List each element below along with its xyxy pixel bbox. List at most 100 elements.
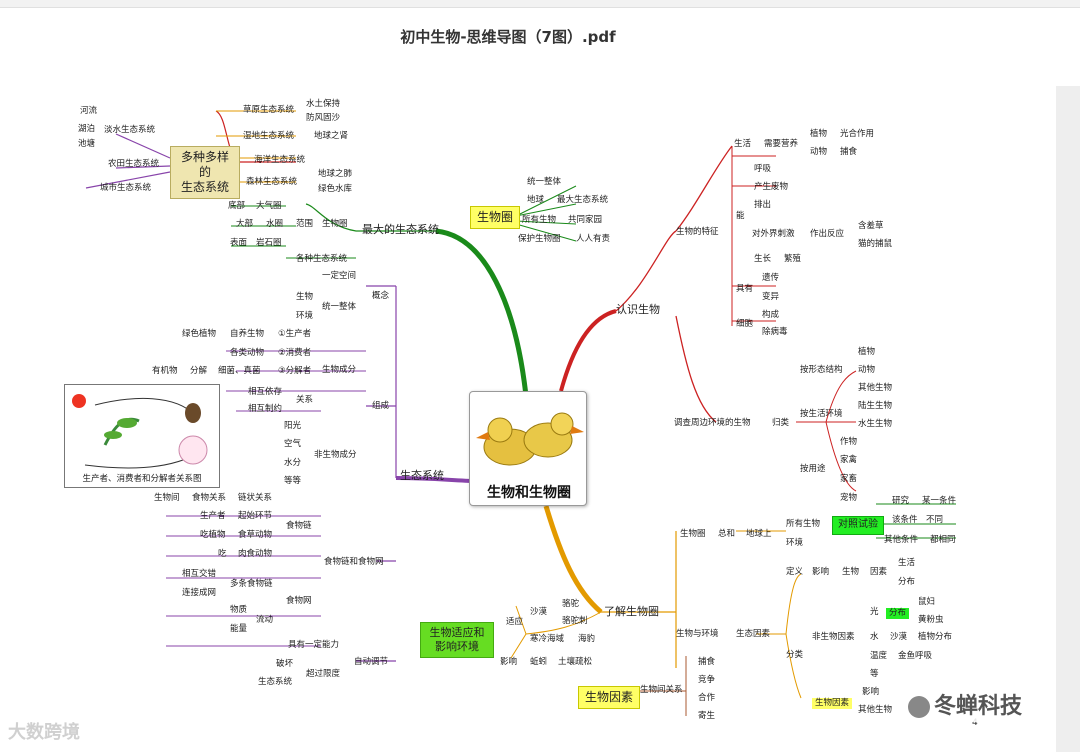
rec-3: 需要营养	[764, 139, 799, 149]
reg-1: 具有一定能力	[288, 640, 340, 650]
eco-23: 水分	[284, 458, 302, 468]
diverse-item-6: 海洋生态系统	[254, 155, 306, 165]
rec-11: 能	[736, 211, 745, 221]
rec-10: 排出	[754, 200, 772, 210]
rec-22: 构成	[762, 310, 780, 320]
eco-18: 关系	[296, 395, 314, 405]
food-2: 食物关系	[192, 493, 227, 503]
vertical-scrollbar[interactable]	[1056, 86, 1080, 752]
food-4: 生产者	[200, 511, 226, 521]
diverse-item-10: 淡水生态系统	[104, 125, 156, 135]
branch-largest	[305, 203, 436, 232]
diverse-item-7: 森林生态系统	[246, 177, 298, 187]
und-16: 光	[870, 607, 879, 617]
diverse-item-4: 湿地生态系统	[243, 131, 295, 141]
exp-4: 不同	[926, 515, 944, 525]
eco-1: 一定空间	[322, 271, 357, 281]
food-6: 食物链	[286, 521, 312, 531]
und-22: 植物分布	[918, 632, 953, 642]
watermark-right: 冬蝉科技	[902, 686, 1029, 722]
eco-3: 生物	[296, 292, 314, 302]
und-25: 等	[870, 669, 879, 679]
food-5: 起始环节	[238, 511, 273, 521]
cls-5: 其他生物	[858, 383, 893, 393]
relationship-figure	[64, 384, 220, 488]
cls-7: 陆生生物	[858, 401, 893, 411]
eco-22: 空气	[284, 439, 302, 449]
und-6: 生物与环境	[676, 629, 719, 639]
branch-range	[231, 205, 356, 259]
und-17: 分布	[886, 608, 910, 619]
bio-item-1: 统一整体	[527, 177, 562, 187]
rec-23: 除病毒	[762, 327, 788, 337]
food-8: 食草动物	[238, 530, 273, 540]
exp-5: 其他条件	[884, 535, 919, 545]
rec-8: 呼吸	[754, 164, 772, 174]
food-3: 链状关系	[238, 493, 273, 503]
und-13: 分布	[898, 577, 916, 587]
range-1: 底部	[228, 201, 246, 211]
branch-experiment	[876, 503, 956, 539]
adp-9: 土壤疏松	[558, 657, 593, 667]
diverse-item-9: 绿色水库	[318, 184, 353, 194]
bio-item-4: 所有生物	[522, 215, 557, 225]
bio-item-5: 共同家园	[568, 215, 603, 225]
branch-ecofactor	[736, 530, 802, 699]
eco-15: 细菌、真菌	[218, 366, 261, 376]
branch-classify	[796, 370, 857, 492]
eco-20: 非生物成分	[314, 450, 357, 460]
und-15: 非生物因素	[812, 632, 855, 642]
und-21: 沙漠	[890, 632, 908, 642]
rec-17: 繁殖	[784, 254, 802, 264]
range-8: 岩石圈	[256, 238, 282, 248]
und-18: 鼠妇	[918, 597, 936, 607]
food-18: 能量	[230, 624, 248, 634]
und-14: 分类	[786, 650, 804, 660]
und-10: 生物	[842, 567, 860, 577]
und-26: 生物因素	[812, 698, 853, 709]
diverse-item-1: 草原生态系统	[243, 105, 295, 115]
range-9: 各种生态系统	[296, 254, 348, 264]
branch-survey	[675, 315, 717, 423]
bio-item-3: 最大生态系统	[557, 195, 609, 205]
diverse-item-5: 地球之肾	[314, 131, 349, 141]
figure-caption: 生产者、消费者和分解者关系图	[82, 474, 202, 484]
center-duck-image	[469, 391, 587, 506]
center-label: 生物和生物圈	[487, 485, 571, 501]
und-20: 水	[870, 632, 879, 642]
eco-21: 阳光	[284, 421, 302, 431]
food-1: 生物间	[154, 493, 180, 503]
food-7: 吃植物	[200, 530, 226, 540]
viewer-top-bar	[0, 0, 1080, 8]
exp-1: 研究	[892, 496, 910, 506]
cls-4: 动物	[858, 365, 876, 375]
diverse-item-15: 城市生态系统	[100, 183, 152, 193]
rec-2: 生活	[734, 139, 752, 149]
range-2: 大气圈	[256, 201, 282, 211]
eco-8: 绿色植物	[182, 329, 217, 339]
rec-13: 作出反应	[810, 229, 845, 239]
und-5: 环境	[786, 538, 804, 548]
branch-feature-items	[731, 146, 776, 326]
und-1: 生物圈	[680, 529, 706, 539]
adp-6: 海豹	[578, 634, 596, 644]
understand-label: 了解生物圈	[604, 605, 659, 618]
food-web-illustration	[72, 394, 208, 469]
diverse-ecosystems-box: 多种多样的 生态系统	[170, 146, 240, 199]
und-28: 其他生物	[858, 705, 893, 715]
eco-4: 环境	[296, 311, 314, 321]
eco-10: ①生产者	[278, 329, 312, 339]
eco-2: 概念	[372, 291, 390, 301]
page-number: 4	[972, 718, 978, 728]
branch-biosphere-items	[515, 185, 577, 242]
und-24: 金鱼呼吸	[898, 651, 933, 661]
diverse-item-14: 农田生态系统	[108, 159, 160, 169]
eco-9: 自养生物	[230, 329, 265, 339]
fac-3: 竞争	[698, 675, 716, 685]
branch-ecosystem	[356, 285, 397, 662]
und-4: 所有生物	[786, 519, 821, 529]
eco-14: 分解	[190, 366, 208, 376]
range-6: 生物圈	[322, 219, 348, 229]
branch-diverse-left	[85, 133, 171, 189]
rec-1: 生物的特征	[676, 227, 719, 237]
